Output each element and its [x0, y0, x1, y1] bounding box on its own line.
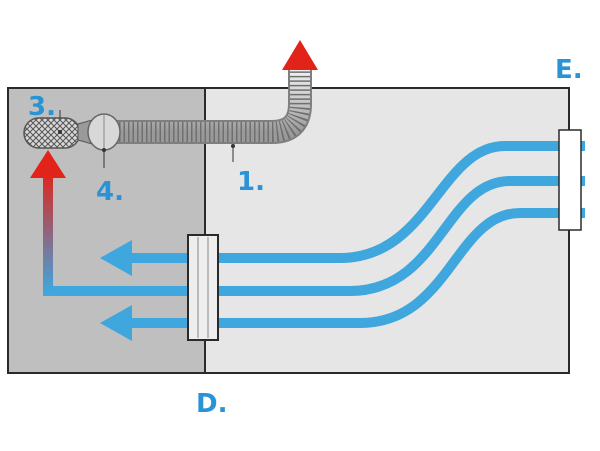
- airflow-paths: [43, 141, 585, 328]
- intake-arrow-icon: [30, 150, 66, 178]
- filter-icon: [23, 117, 81, 149]
- label-filter: 3.: [28, 92, 56, 122]
- exhaust-duct: [110, 70, 312, 144]
- left-arrow-icon: [100, 305, 132, 341]
- intake-arrow-shaft: [43, 172, 53, 292]
- label-duct: 1.: [237, 167, 265, 197]
- window-unit: [558, 129, 582, 231]
- wall-unit: [187, 234, 219, 341]
- label-wall-unit: D.: [196, 389, 227, 419]
- leader-lines: [59, 110, 234, 168]
- left-arrow-icon: [100, 240, 132, 276]
- label-window-unit: E.: [555, 55, 583, 85]
- exhaust-arrow-icon: [282, 40, 318, 70]
- label-fan: 4.: [96, 177, 124, 207]
